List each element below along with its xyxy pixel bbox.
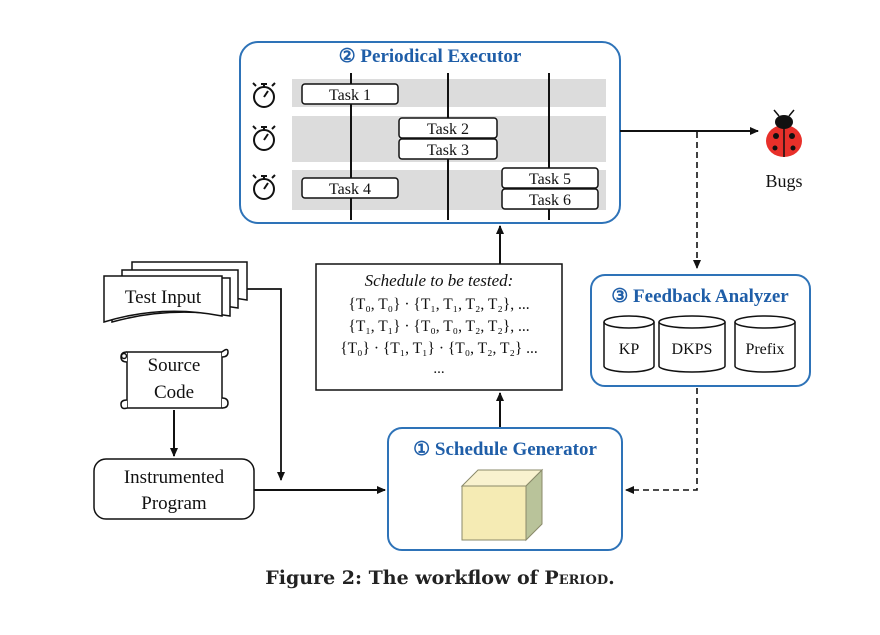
task-label: Task 3	[427, 142, 469, 159]
executor-title: ② Periodical Executor	[339, 46, 522, 67]
caption-system-name: Period	[544, 567, 609, 589]
schedule-line: {T₀} · {T₁, T₁} · {T₀, T₂, T₂} ...	[340, 340, 538, 357]
feedback-title: ③ Feedback Analyzer	[611, 286, 789, 307]
task-label: Task 2	[427, 121, 469, 138]
task-box: Task 5	[501, 167, 599, 189]
schedule-box: Schedule to be tested: {T₀, T₀} · {T₁, T…	[315, 263, 563, 391]
schedule-line: ...	[433, 361, 444, 377]
task-label: Task 5	[529, 171, 571, 188]
periodical-executor: ② Periodical Executor Task 1 Task 2 Task…	[239, 41, 621, 224]
test-input-document	[103, 261, 248, 324]
instrumented-label: Instrumented	[124, 467, 225, 488]
schedule-line: {T₁, T₁} · {T₀, T₀, T₂, T₂}, ...	[348, 318, 529, 335]
arrow-test-input-to-generator	[247, 288, 285, 481]
caption-prefix: Figure 2: The workflow of	[265, 567, 545, 589]
task-box: Task 4	[301, 177, 399, 199]
source-code-scroll	[120, 348, 229, 410]
database-icon: DKPS	[658, 315, 726, 373]
stopwatch-icon	[252, 82, 276, 108]
generator-title: ① Schedule Generator	[413, 439, 597, 460]
stopwatch-icon	[252, 125, 276, 151]
database-icon: Prefix	[734, 315, 796, 373]
schedule-line: {T₀, T₀} · {T₁, T₁, T₂, T₂}, ...	[348, 296, 529, 313]
stopwatch-icon	[252, 174, 276, 200]
bugs-label: Bugs	[765, 171, 802, 191]
source-code-label: Source	[148, 355, 201, 376]
database-icon: KP	[603, 315, 655, 373]
store-label: Prefix	[745, 341, 784, 358]
task-box: Task 2	[398, 117, 498, 139]
cube-icon	[460, 468, 544, 542]
task-label: Task 1	[329, 87, 371, 104]
dashed-arrow-to-generator	[625, 388, 698, 494]
schedule-generator: ① Schedule Generator	[387, 427, 623, 551]
caption-suffix: .	[608, 567, 615, 589]
task-box: Task 1	[301, 83, 399, 105]
source-code-label: Code	[154, 382, 194, 403]
figure-caption: Figure 2: The workflow of Period.	[0, 567, 880, 589]
task-label: Task 6	[529, 192, 571, 209]
store-label: DKPS	[672, 341, 713, 358]
task-box: Task 3	[398, 138, 498, 160]
task-label: Task 4	[329, 181, 371, 198]
test-input-label: Test Input	[125, 287, 202, 308]
store-label: KP	[619, 341, 640, 358]
schedule-title: Schedule to be tested:	[365, 271, 514, 290]
instrumented-label: Program	[141, 493, 207, 514]
feedback-analyzer: ③ Feedback Analyzer KP DKPS Prefix	[590, 274, 811, 387]
ladybug-icon	[766, 109, 802, 157]
task-box: Task 6	[501, 188, 599, 210]
